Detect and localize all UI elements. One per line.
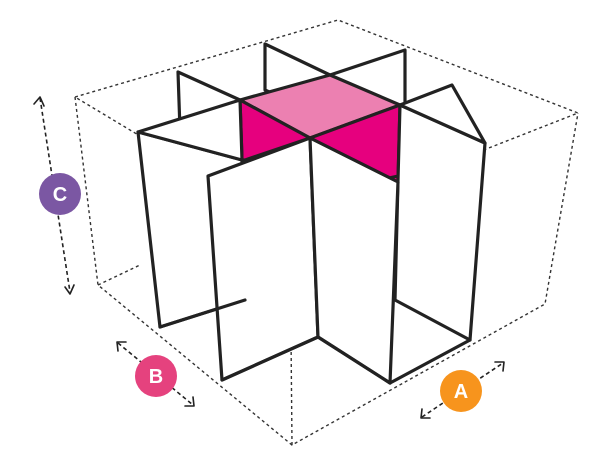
arrow-down-right-icon <box>184 396 195 407</box>
dimension-a: A <box>420 361 505 419</box>
badge-a <box>440 370 482 412</box>
dimension-b: B <box>116 341 195 407</box>
badge-c <box>39 173 81 215</box>
badge-b-label: B <box>149 366 163 388</box>
arrow-up-icon <box>33 96 45 107</box>
badge-c-label: C <box>53 184 67 206</box>
divider-bottom-edges <box>158 298 472 385</box>
badge-b <box>135 355 177 397</box>
left-rail <box>136 98 244 162</box>
arrow-down-icon <box>64 284 75 295</box>
dimension-c: C <box>33 96 81 295</box>
arrow-down-left-icon <box>420 408 431 419</box>
front-right-panel <box>308 136 400 385</box>
right-rail <box>398 83 487 145</box>
arrow-up-right-icon <box>494 361 505 372</box>
right-panel <box>393 103 487 342</box>
badge-a-label: A <box>454 381 468 403</box>
arrow-up-left-icon <box>116 341 127 352</box>
